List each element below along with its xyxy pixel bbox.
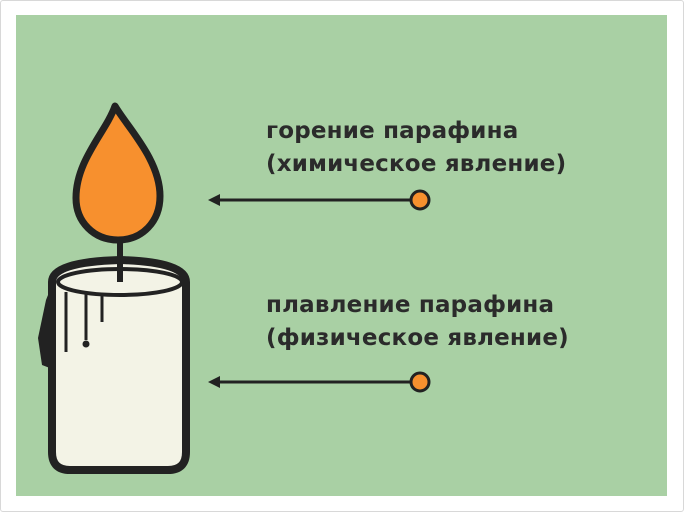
label-line: (физическое явление) — [266, 325, 569, 351]
label-line: (химическое явление) — [266, 151, 567, 177]
pointer-melting — [208, 371, 431, 393]
arrowhead-icon — [208, 376, 220, 388]
pointer-burning — [208, 189, 431, 211]
pointer-dot — [409, 189, 431, 211]
label-line: горение парафина — [266, 118, 519, 144]
label-paraffin-melting: плавление парафина (физическое явление) — [266, 289, 569, 355]
label-paraffin-burning: горение парафина (химическое явление) — [266, 115, 566, 181]
candle-flame — [72, 102, 164, 244]
wax-drip-drop — [82, 340, 90, 348]
label-line: плавление парафина — [266, 292, 555, 318]
arrowhead-icon — [208, 194, 220, 206]
candle-body — [48, 256, 190, 474]
pointer-dot — [409, 371, 431, 393]
